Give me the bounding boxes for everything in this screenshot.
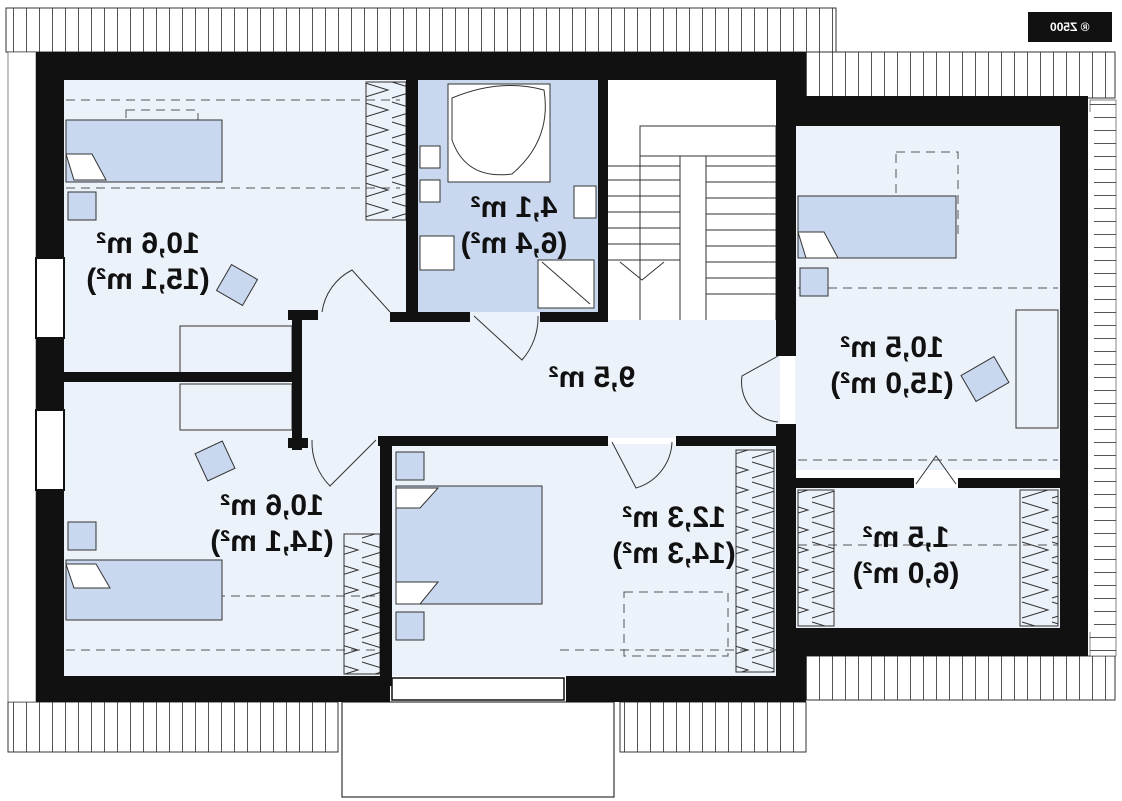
roof-overhang (5, 7, 1117, 798)
room-area: 10,6 m² (220, 489, 324, 522)
door-swings (311, 269, 957, 489)
room-area: 9,5 m² (548, 361, 636, 394)
room-area: 10,5 m² (840, 331, 944, 364)
room-area-total: (15,1 m²) (86, 263, 210, 296)
room-area: 4,1 m² (470, 191, 558, 224)
furniture (65, 83, 1059, 641)
room-area-total: (6,0 m²) (852, 557, 960, 590)
room-area-total: (15,0 m²) (830, 367, 954, 400)
room-area: 10,6 m² (96, 227, 200, 260)
copyright-badge: ® Z500 (1028, 12, 1112, 42)
room-area-total: (6,4 m²) (460, 227, 568, 260)
room-area-total: (14,3 m²) (612, 537, 736, 570)
wardrobes (343, 81, 1059, 675)
walls (35, 52, 1094, 702)
room-area: 1,5 m² (862, 521, 950, 554)
room-area: 12,3 m² (622, 501, 726, 534)
room-area-total: (14,1 m²) (210, 525, 334, 558)
copyright-text: ® Z500 (1050, 20, 1090, 34)
